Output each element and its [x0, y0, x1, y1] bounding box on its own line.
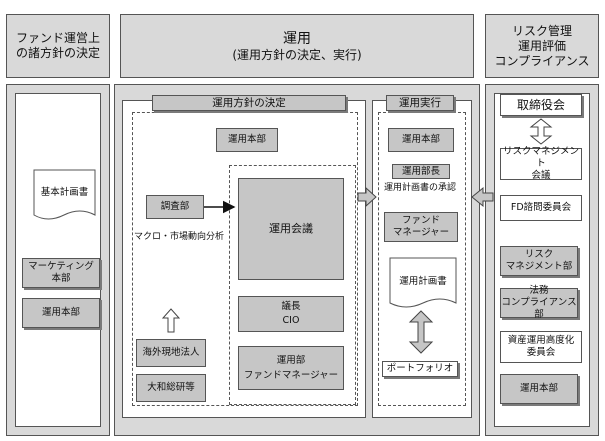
marketing-dept: マーケティング 本部 [22, 258, 100, 288]
basic-plan-doc-label: 基本計画書 [40, 187, 89, 198]
legal-compliance-dept: 法務 コンプライアンス部 [500, 285, 578, 320]
fund-manager-line1: ファンド [401, 215, 440, 226]
marketing-dept-line1: マーケティング [28, 261, 94, 272]
risk-dept-line1: リスク [524, 249, 554, 260]
policy-to-execution-arrow [357, 186, 377, 208]
legal-line1: 法務 [529, 285, 549, 296]
chair-cio: 議長 CIO [238, 296, 344, 332]
policy-title-label: 運用方針の決定 [212, 97, 286, 109]
execution-title: 運用実行 [386, 95, 454, 111]
right-unyou-honbu-label: 運用本部 [519, 383, 558, 394]
cio-label: CIO [282, 315, 300, 326]
ops-dept-label: 運用部 [276, 355, 306, 366]
daiwa-institute: 大和総研等 [136, 374, 206, 402]
right-unyou-honbu: 運用本部 [500, 374, 578, 404]
board-of-directors: 取締役会 [500, 94, 582, 116]
daiwa-institute-label: 大和総研等 [147, 382, 195, 393]
header-risk-line3: コンプライアンス [494, 53, 590, 68]
policy-unyou-honbu: 運用本部 [216, 128, 278, 152]
risk-management-council: リスクマネジメント 会議 [500, 146, 582, 181]
upward-info-arrow [161, 308, 181, 333]
asset-mgmt-line2: 委員会 [526, 347, 556, 358]
risk-management-dept: リスク マネジメント部 [500, 246, 578, 276]
marketing-dept-line2: 本部 [51, 273, 71, 284]
fd-advisory-label: FD諮問委員会 [510, 202, 572, 213]
ops-manager: 運用部長 [392, 164, 450, 179]
left-unyou-honbu-label: 運用本部 [41, 307, 80, 318]
policy-dashed-frame [132, 112, 358, 406]
board-of-directors-label: 取締役会 [516, 98, 565, 112]
header-operation-subtitle: (運用方針の決定、実行) [232, 47, 362, 62]
research-dept-label: 調査部 [160, 201, 190, 212]
header-risk: リスク管理 運用評価 コンプライアンス [485, 14, 599, 78]
header-operation-title: 運用 [283, 30, 311, 47]
risk-to-execution-arrow [471, 186, 494, 208]
ops-manager-label: 運用部長 [401, 165, 440, 177]
overseas-subsidiary-label: 海外現地法人 [142, 347, 200, 358]
research-dept: 調査部 [146, 195, 204, 219]
risk-dept-line2: マネジメント部 [505, 261, 573, 272]
portfolio-box: ポートフォリオ [382, 361, 458, 377]
plan-approval-label: 運用計画書の承認 [384, 183, 457, 193]
fund-manager-line2: マネージャー [392, 227, 450, 238]
operation-council-label: 運用会議 [269, 222, 313, 235]
exec-unyou-honbu-label: 運用本部 [401, 134, 440, 145]
operation-council: 運用会議 [238, 178, 344, 280]
asset-mgmt-line1: 資産運用高度化 [507, 335, 575, 346]
header-risk-line1: リスク管理 [511, 23, 572, 38]
policy-unyou-honbu-label: 運用本部 [227, 134, 266, 145]
asset-mgmt-committee: 資産運用高度化 委員会 [500, 331, 582, 363]
header-operation: 運用 (運用方針の決定、実行) [120, 14, 474, 78]
council-dashed-frame [229, 165, 356, 405]
execution-title-label: 運用実行 [399, 97, 441, 109]
left-unyou-honbu: 運用本部 [22, 298, 100, 328]
legal-line2: コンプライアンス部 [501, 297, 577, 320]
execution-dashed-frame [378, 112, 466, 406]
ops-dept-fm: 運用部 ファンドマネージャー [238, 346, 344, 390]
portfolio-label: ポートフォリオ [386, 363, 454, 374]
header-fund-policy-line1: ファンド運営上 [15, 31, 100, 45]
fund-manager-label: ファンドマネージャー [243, 370, 339, 381]
fund-manager: ファンド マネージャー [384, 212, 458, 242]
exec-unyou-honbu: 運用本部 [388, 128, 454, 152]
header-fund-policy: ファンド運営上 の諸方針の決定 [6, 14, 110, 78]
policy-title: 運用方針の決定 [152, 95, 346, 111]
macro-analysis-label: マクロ・市場動向分析 [134, 232, 225, 242]
header-fund-policy-line2: の諸方針の決定 [15, 46, 100, 60]
chair-label: 議長 [281, 301, 301, 312]
header-risk-line2: 運用評価 [517, 38, 566, 53]
risk-council-line2: 会議 [531, 170, 551, 181]
plan-portfolio-double-arrow [408, 310, 434, 354]
board-council-double-arrow [529, 118, 553, 145]
risk-council-line1: リスクマネジメント [502, 146, 579, 169]
overseas-subsidiary: 海外現地法人 [136, 339, 206, 367]
operation-plan-label: 運用計画書 [399, 276, 447, 287]
fd-advisory-committee: FD諮問委員会 [500, 195, 582, 221]
